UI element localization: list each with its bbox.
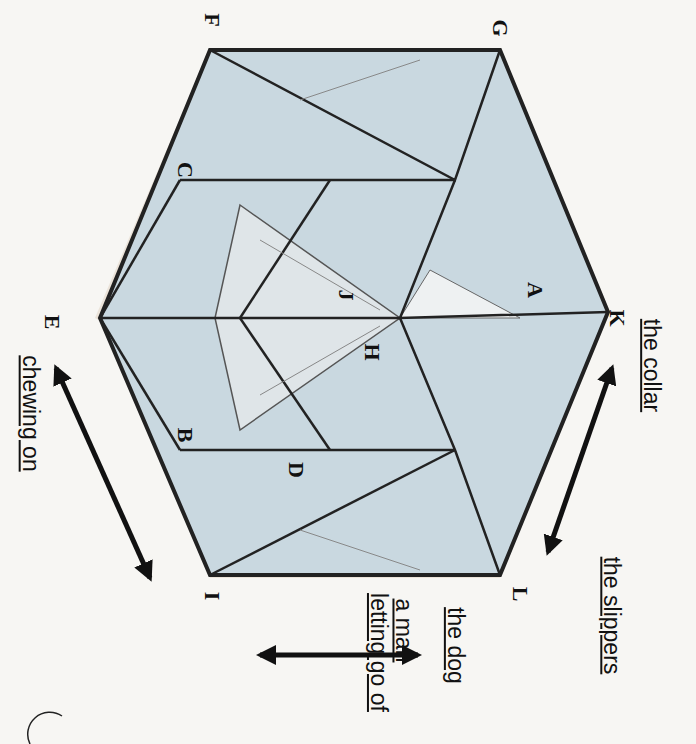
phrase-label: the slippers [601, 556, 624, 674]
part-letter: I [201, 592, 223, 601]
part-letter: D [285, 462, 307, 478]
phrase-label: chewing on [19, 355, 42, 471]
part-letter: E [41, 315, 63, 330]
part-letter: K [606, 309, 628, 326]
part-letter: G [489, 19, 511, 36]
part-letter: J [334, 290, 356, 301]
phrase-label: the dog [444, 607, 467, 684]
part-letter: C [174, 162, 196, 178]
part-letter: H [361, 343, 383, 360]
part-letter: A [524, 282, 546, 298]
phrase-label: the collar [640, 318, 663, 411]
part-letter: F [201, 13, 223, 26]
phrase-label: letting go of [366, 593, 389, 712]
phrase-label: a man [393, 598, 416, 662]
part-letter: L [509, 587, 531, 602]
part-letter: B [174, 428, 196, 443]
